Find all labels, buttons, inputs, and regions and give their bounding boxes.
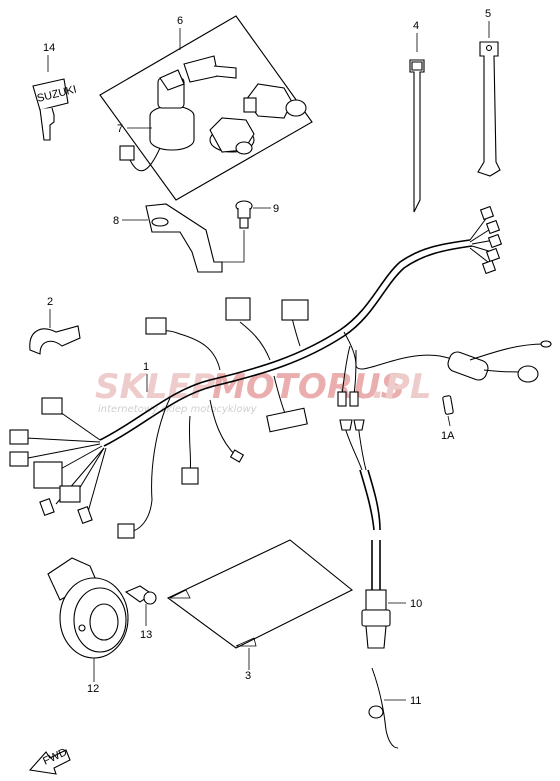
part-3-pad: 3 bbox=[166, 539, 354, 682]
callout-1a: 1A bbox=[441, 430, 455, 442]
watermark-brand-suffix: MOTORUS bbox=[212, 367, 405, 407]
callout-9: 9 bbox=[273, 203, 279, 215]
part-2-clamp: 2 bbox=[29, 296, 81, 355]
watermark: SKLEP MOTORUS .PL internetowy sklep moto… bbox=[95, 367, 432, 415]
part-10-sensor: 10 bbox=[361, 540, 422, 649]
callout-4: 4 bbox=[413, 20, 419, 32]
callout-13: 13 bbox=[140, 629, 152, 641]
callout-7: 7 bbox=[117, 123, 123, 135]
part-5-holder: 5 bbox=[477, 8, 501, 177]
callout-1: 1 bbox=[143, 361, 149, 373]
callout-5: 5 bbox=[485, 8, 491, 20]
part-1-wiring-harness: 1 bbox=[9, 205, 552, 539]
part-12-horn: 12 bbox=[47, 557, 129, 695]
callout-12: 12 bbox=[87, 683, 99, 695]
part-14-key: SUZUKI 14 bbox=[32, 42, 78, 141]
callout-14: 14 bbox=[43, 42, 55, 54]
part-4-cable-tie: 4 bbox=[409, 20, 425, 213]
callout-2: 2 bbox=[47, 296, 53, 308]
part-9-screw: 9 bbox=[235, 200, 279, 229]
callout-6: 6 bbox=[177, 15, 183, 27]
part-8-bracket: 8 bbox=[113, 203, 245, 273]
callout-11: 11 bbox=[410, 695, 421, 707]
part-13-bolt: 13 bbox=[124, 585, 157, 641]
watermark-brand-prefix: SKLEP bbox=[95, 367, 216, 407]
watermark-tagline: internetowy sklep motocyklowy bbox=[98, 404, 258, 415]
part-1a-fuse: 1A bbox=[441, 395, 455, 442]
part-6-ignition-set: 6 7 bbox=[99, 15, 313, 201]
callout-3: 3 bbox=[245, 670, 251, 682]
callout-10: 10 bbox=[410, 598, 422, 610]
watermark-domain: .PL bbox=[372, 367, 432, 407]
fwd-arrow-icon: FWD bbox=[28, 746, 71, 775]
part-11-clip: 11 bbox=[368, 667, 421, 749]
callout-8: 8 bbox=[113, 215, 119, 227]
